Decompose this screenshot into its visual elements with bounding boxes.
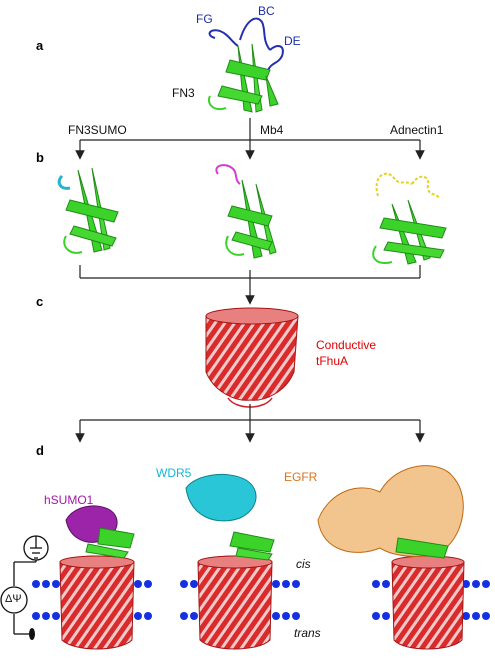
voltage-electrode [0, 535, 49, 640]
panel-label-a: a [36, 38, 44, 53]
trans-label: trans [294, 626, 321, 640]
variant-label-fn3sumo: FN3SUMO [68, 123, 127, 137]
fn3-label: FN3 [172, 86, 195, 100]
loop-de-label: DE [284, 34, 301, 48]
wdr5-complex [185, 474, 275, 561]
adnectin1-structure [372, 172, 447, 265]
fn3sumo-structure [57, 167, 119, 254]
target-label-wdr5: WDR5 [156, 466, 192, 480]
pore-right [391, 555, 465, 650]
target-label-hsumo1: hSUMO1 [44, 493, 94, 507]
variant-label-mb4: Mb4 [260, 123, 284, 137]
arrows-c-to-d [75, 404, 425, 443]
pore-middle [197, 555, 273, 650]
arrows-a-to-b [75, 126, 425, 160]
pore-label-line1: Conductive [316, 338, 377, 352]
fn3-structure [208, 17, 284, 113]
membrane-middle [180, 580, 300, 620]
panel-label-b: b [36, 150, 44, 165]
pore-label-line2: tFhuA [316, 354, 349, 368]
target-label-egfr: EGFR [284, 470, 318, 484]
loop-fg-label: FG [196, 12, 213, 26]
cis-label: cis [296, 557, 311, 571]
panel-label-c: c [36, 294, 44, 309]
arrows-b-to-c [79, 265, 421, 305]
panel-label-d: d [36, 443, 44, 458]
membrane-right [372, 580, 490, 620]
hsumo1-complex [65, 505, 135, 559]
variant-label-adnectin1: Adnectin1 [390, 123, 444, 137]
tfhua-pore [205, 307, 299, 408]
mb4-structure [215, 164, 277, 259]
egfr-complex [317, 465, 464, 559]
pore-left [59, 555, 135, 650]
loop-bc-label: BC [258, 4, 275, 18]
potential-label: ΔΨ [5, 593, 22, 605]
membrane-left [32, 580, 152, 620]
